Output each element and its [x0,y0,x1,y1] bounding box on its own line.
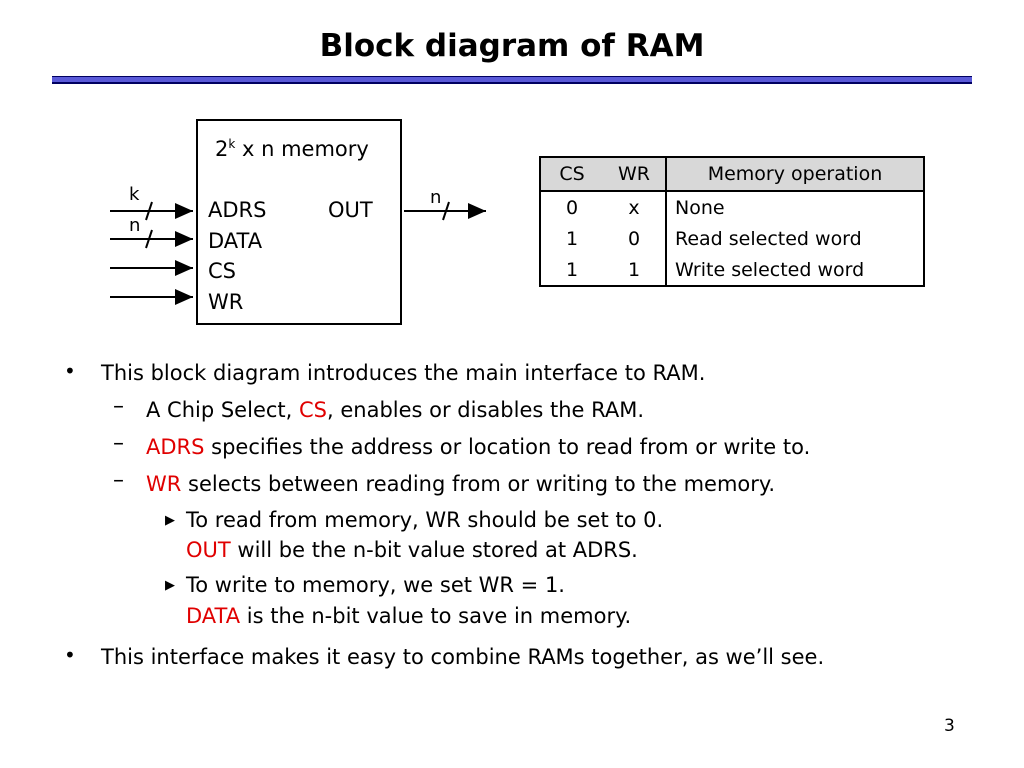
triangle-bullet-icon: ▶ [165,513,175,528]
cell-wr: 1 [627,258,641,281]
sub-bullet-wr: WR selects between reading from or writi… [146,472,776,496]
dash-marker: – [113,394,124,419]
table-header-row: CS WR Memory operation [540,157,924,192]
pin-out: OUT [328,198,373,222]
cell-wr: 0 [627,227,641,250]
cell-cs: 0 [565,196,579,219]
write-note-line-2: DATA is the n-bit value to save in memor… [186,604,632,628]
cell-cs: 1 [565,227,579,250]
page-number: 3 [944,716,955,736]
table-row: 1 0 Read selected word [540,223,924,254]
pin-data: DATA [208,229,263,253]
triangle-bullet-icon: ▶ [165,578,175,593]
cell-operation: Read selected word [665,223,924,254]
cell-cs: 1 [565,258,579,281]
bus-width-k: k [129,184,140,205]
sub-bullet-cs: A Chip Select, CS, enables or disables t… [146,398,645,422]
slide-title: Block diagram of RAM [319,28,705,64]
title-divider [52,76,972,84]
chip-title: 2k x n memory [215,137,369,161]
data-bus-slash [145,229,153,249]
cell-wr: x [628,196,640,219]
out-bus-slash [442,201,450,221]
sub-bullet-adrs: ADRS specifies the address or location t… [146,435,811,459]
dash-marker: – [113,431,124,456]
bullet-dot: • [64,643,76,667]
operation-table: CS WR Memory operation 0 x None 1 0 Read… [539,156,925,287]
pin-adrs: ADRS [208,198,267,222]
cell-operation: Write selected word [665,254,924,286]
bus-width-n-in: n [129,215,141,236]
read-note-line-1: To read from memory, WR should be set to… [186,508,664,532]
read-note-line-2: OUT will be the n-bit value stored at AD… [186,538,638,562]
dash-marker: – [113,468,124,493]
table-row: 1 1 Write selected word [540,254,924,286]
header-cs: CS [540,157,603,192]
write-note-line-1: To write to memory, we set WR = 1. [186,573,565,597]
table-row: 0 x None [540,191,924,223]
bus-width-n-out: n [430,187,442,208]
header-wr: WR [603,157,666,192]
bullet-dot: • [64,359,76,383]
bullet-1: This block diagram introduces the main i… [101,361,706,385]
pin-cs: CS [208,259,236,283]
memory-chip [196,119,402,325]
cell-operation: None [665,191,924,223]
ram-block-diagram [110,201,486,305]
bullet-2: This interface makes it easy to combine … [101,645,825,669]
adrs-bus-slash [145,201,153,221]
pin-wr: WR [208,290,244,314]
header-memory-operation: Memory operation [665,157,924,192]
